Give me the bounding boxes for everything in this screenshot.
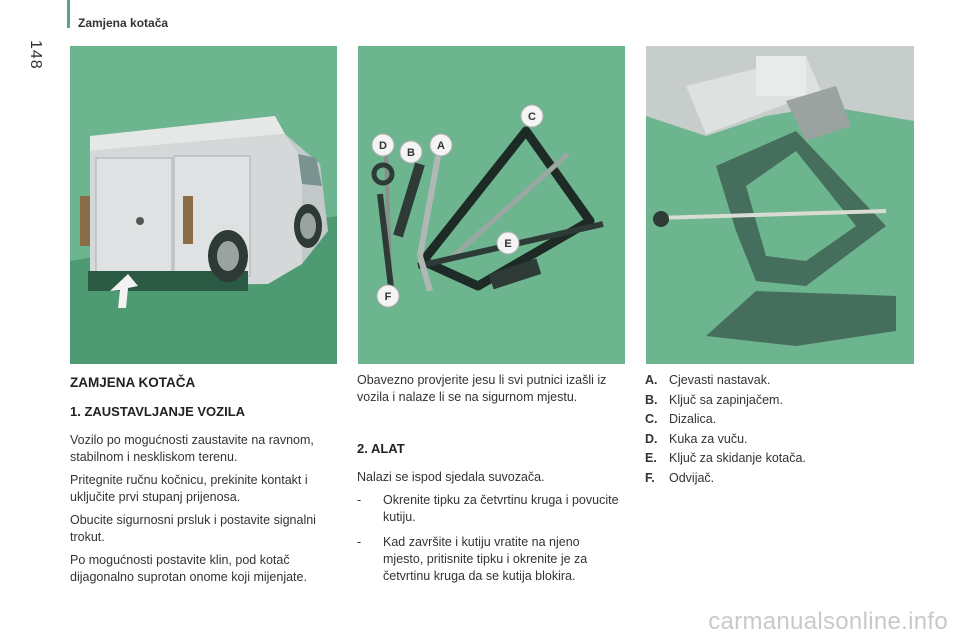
- tools-location: Nalazi se ispod sjedala suvozača.: [357, 470, 545, 484]
- van-illustration: [70, 46, 337, 364]
- tool-label-c: C: [528, 111, 536, 123]
- list-item: F.Odvijač.: [645, 470, 715, 485]
- tool-label-d: D: [379, 140, 387, 152]
- subsection-title-2: 2. ALAT: [357, 441, 405, 456]
- paragraph: Obucite sigurnosni prsluk i postavite si…: [70, 513, 316, 544]
- list-item: B.Ključ sa zapinjačem.: [645, 392, 783, 407]
- instruction-list: -Okrenite tipku za četvrtinu kruga i pov…: [357, 492, 622, 585]
- list-item: -Okrenite tipku za četvrtinu kruga i pov…: [357, 493, 619, 524]
- header-title: Zamjena kotača: [78, 16, 169, 30]
- header-accent-bar: [67, 0, 70, 28]
- tool-legend: A.Cjevasti nastavak. B.Ključ sa zapinjač…: [645, 372, 915, 487]
- tool-label-a: A: [437, 140, 445, 152]
- watermark: carmanualsonline.info: [708, 608, 948, 635]
- subsection-title-1: 1. ZAUSTAVLJANJE VOZILA: [70, 404, 246, 419]
- column-middle: Obavezno provjerite jesu li svi putnici …: [357, 372, 622, 593]
- paragraph: Vozilo po mogućnosti zaustavite na ravno…: [70, 433, 314, 464]
- list-item: E.Ključ za skidanje kotača.: [645, 451, 806, 465]
- list-item: D.Kuka za vuču.: [645, 431, 748, 446]
- column-left: ZAMJENA KOTAČA 1. ZAUSTAVLJANJE VOZILA V…: [70, 372, 340, 592]
- paragraph: Pritegnite ručnu kočnicu, prekinite kont…: [70, 473, 308, 504]
- warning-paragraph: Obavezno provjerite jesu li svi putnici …: [357, 373, 607, 404]
- list-item: -Kad završite i kutiju vratite na njeno …: [357, 535, 588, 583]
- tools-illustration: C D B A E F: [358, 46, 625, 364]
- tool-label-e: E: [504, 238, 511, 250]
- paragraph: Po mogućnosti postavite klin, pod kotač …: [70, 553, 307, 584]
- jack-illustration: [646, 46, 914, 364]
- list-item: C.Dizalica.: [645, 412, 717, 426]
- tool-label-b: B: [407, 147, 415, 159]
- tool-label-f: F: [385, 291, 392, 303]
- section-title: ZAMJENA KOTAČA: [70, 375, 196, 390]
- page-number: 148: [27, 40, 44, 70]
- column-right: A.Cjevasti nastavak. B.Ključ sa zapinjač…: [645, 372, 915, 489]
- list-item: A.Cjevasti nastavak.: [645, 373, 771, 387]
